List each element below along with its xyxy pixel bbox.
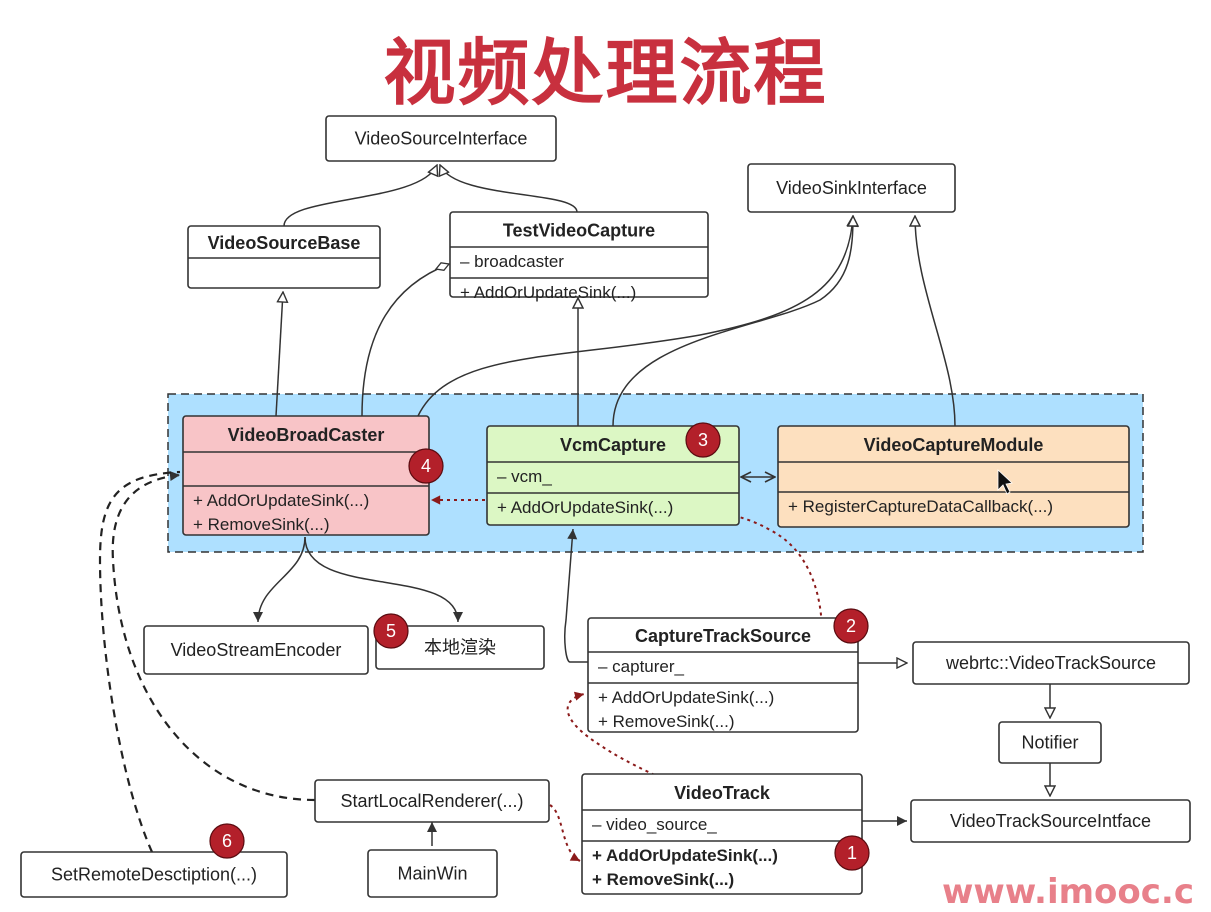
local-render-box: 本地渲染 — [375, 625, 545, 670]
video-source-base-box: VideoSourceBase — [187, 225, 381, 289]
capture-track-source-member: + RemoveSink(...) — [598, 712, 735, 731]
test-video-capture-member: – broadcaster — [460, 252, 564, 271]
capture-track-source-frame — [587, 617, 859, 733]
watermark: www.imooc.c — [942, 872, 1194, 912]
vcm-capture-name: VcmCapture — [560, 435, 666, 455]
video-stream-encoder-box: VideoStreamEncoder — [143, 625, 369, 675]
notifier-frame — [998, 721, 1102, 764]
broadcaster-to-encoder — [253, 536, 306, 623]
start-local-renderer-name: StartLocalRenderer(...) — [340, 791, 523, 811]
video-source-base-frame — [187, 225, 381, 289]
step-badge-5: 5 — [373, 613, 409, 649]
video-track-member: + AddOrUpdateSink(...) — [592, 846, 778, 865]
set-remote-description-name: SetRemoteDesctiption(...) — [51, 865, 257, 885]
notifier-name: Notifier — [1021, 733, 1078, 753]
video-sink-interface-box: VideoSinkInterface — [747, 163, 956, 213]
video-track-name: VideoTrack — [674, 783, 771, 803]
video-track-source-intface-box: VideoTrackSourceIntface — [910, 799, 1191, 843]
notifier-box: Notifier — [998, 721, 1102, 764]
video-track-box: VideoTrack – video_source_ + AddOrUpdateSi… — [581, 773, 863, 895]
vcm-capture-box: VcmCapture – vcm_ + AddOrUpdateSink(...) — [486, 425, 740, 526]
inherit-broadcaster-to-sourcebase — [275, 292, 283, 417]
inherit-testcapture-to-interface — [440, 165, 578, 213]
aggregation-broadcaster-to-testcapture — [361, 264, 449, 417]
test-video-capture-member: + AddOrUpdateSink(...) — [460, 283, 636, 302]
webrtc-video-track-source-frame — [912, 641, 1190, 685]
video-capture-module-name: VideoCaptureModule — [864, 435, 1044, 455]
capture-track-source-name: CaptureTrackSource — [635, 626, 811, 646]
step-badge-3: 3 — [685, 422, 721, 458]
vcm-capture-member: + AddOrUpdateSink(...) — [497, 498, 673, 517]
video-capture-module-frame — [777, 425, 1130, 528]
step-badge-label: 5 — [386, 621, 396, 641]
step-badge-label: 4 — [421, 456, 431, 476]
step-badge-label: 2 — [846, 616, 856, 636]
test-video-capture-box: TestVideoCapture – broadcaster + AddOrUpda… — [449, 211, 709, 302]
step-badge-2: 2 — [833, 608, 869, 644]
call-startrenderer-to-videotrack — [549, 804, 581, 862]
dashed-startrenderer-to-broadcaster — [111, 471, 316, 802]
vcm-capture-member: – vcm_ — [497, 467, 552, 486]
start-local-renderer-frame — [314, 779, 550, 823]
local-render-frame — [375, 625, 545, 670]
video-track-frame — [581, 773, 863, 895]
step-badge-label: 3 — [698, 430, 708, 450]
test-video-capture-frame — [449, 211, 709, 298]
capture-track-source-member: + AddOrUpdateSink(...) — [598, 688, 774, 707]
capture-track-source-box: CaptureTrackSource – capturer_ + AddOrUpda… — [587, 617, 859, 733]
webrtc-video-track-source-box: webrtc::VideoTrackSource — [912, 641, 1190, 685]
video-broadcaster-name: VideoBroadCaster — [228, 425, 385, 445]
video-track-source-intface-name: VideoTrackSourceIntface — [950, 811, 1151, 831]
video-sink-interface-frame — [747, 163, 956, 213]
video-broadcaster-box: VideoBroadCaster + AddOrUpdateSink(...) + … — [182, 415, 430, 536]
mouse-cursor-icon — [997, 469, 1013, 495]
video-sink-interface-name: VideoSinkInterface — [776, 178, 927, 198]
set-remote-description-box: SetRemoteDesctiption(...) — [20, 851, 288, 898]
step-badge-label: 6 — [222, 831, 232, 851]
vcm-capture-frame — [486, 425, 740, 526]
video-source-interface-name: VideoSourceInterface — [355, 129, 528, 149]
inherit-broadcaster-to-sinkinterface — [417, 216, 853, 417]
video-stream-encoder-name: VideoStreamEncoder — [171, 640, 342, 660]
video-source-interface-box: VideoSourceInterface — [325, 115, 557, 162]
local-render-name: 本地渲染 — [424, 638, 496, 658]
inherit-module-to-sinkinterface — [915, 216, 956, 427]
step-badge-6: 6 — [209, 823, 245, 859]
inherit-sourcebase-to-interface — [283, 165, 437, 227]
video-broadcaster-member: + RemoveSink(...) — [193, 515, 330, 534]
dashed-setremote-to-broadcaster — [98, 470, 181, 853]
broadcaster-to-local-render — [304, 536, 463, 623]
video-stream-encoder-frame — [143, 625, 369, 675]
page-title: 视频处理流程 — [383, 31, 828, 115]
step-badge-1: 1 — [834, 835, 870, 871]
capturetracksource-to-vcm — [564, 528, 588, 663]
video-source-base-name: VideoSourceBase — [208, 233, 361, 253]
step-badge-label: 1 — [847, 843, 857, 863]
video-track-member: + RemoveSink(...) — [592, 870, 734, 889]
main-win-box: MainWin — [367, 849, 498, 898]
inherit-vcm-to-sinkinterface — [612, 216, 853, 427]
video-track-member: – video_source_ — [592, 815, 717, 834]
video-source-interface-frame — [325, 115, 557, 162]
test-video-capture-name: TestVideoCapture — [503, 221, 655, 241]
video-capture-module-member: + RegisterCaptureDataCallback(...) — [788, 497, 1053, 516]
main-win-name: MainWin — [397, 864, 467, 884]
video-capture-module-box: VideoCaptureModule + RegisterCaptureDataC… — [777, 425, 1130, 528]
video-broadcaster-member: + AddOrUpdateSink(...) — [193, 491, 369, 510]
video-track-source-intface-frame — [910, 799, 1191, 843]
set-remote-description-frame — [20, 851, 288, 898]
main-win-frame — [367, 849, 498, 898]
capture-track-source-member: – capturer_ — [598, 657, 685, 676]
step-badge-4: 4 — [408, 448, 444, 484]
webrtc-video-track-source-name: webrtc::VideoTrackSource — [945, 653, 1156, 673]
start-local-renderer-box: StartLocalRenderer(...) — [314, 779, 550, 823]
